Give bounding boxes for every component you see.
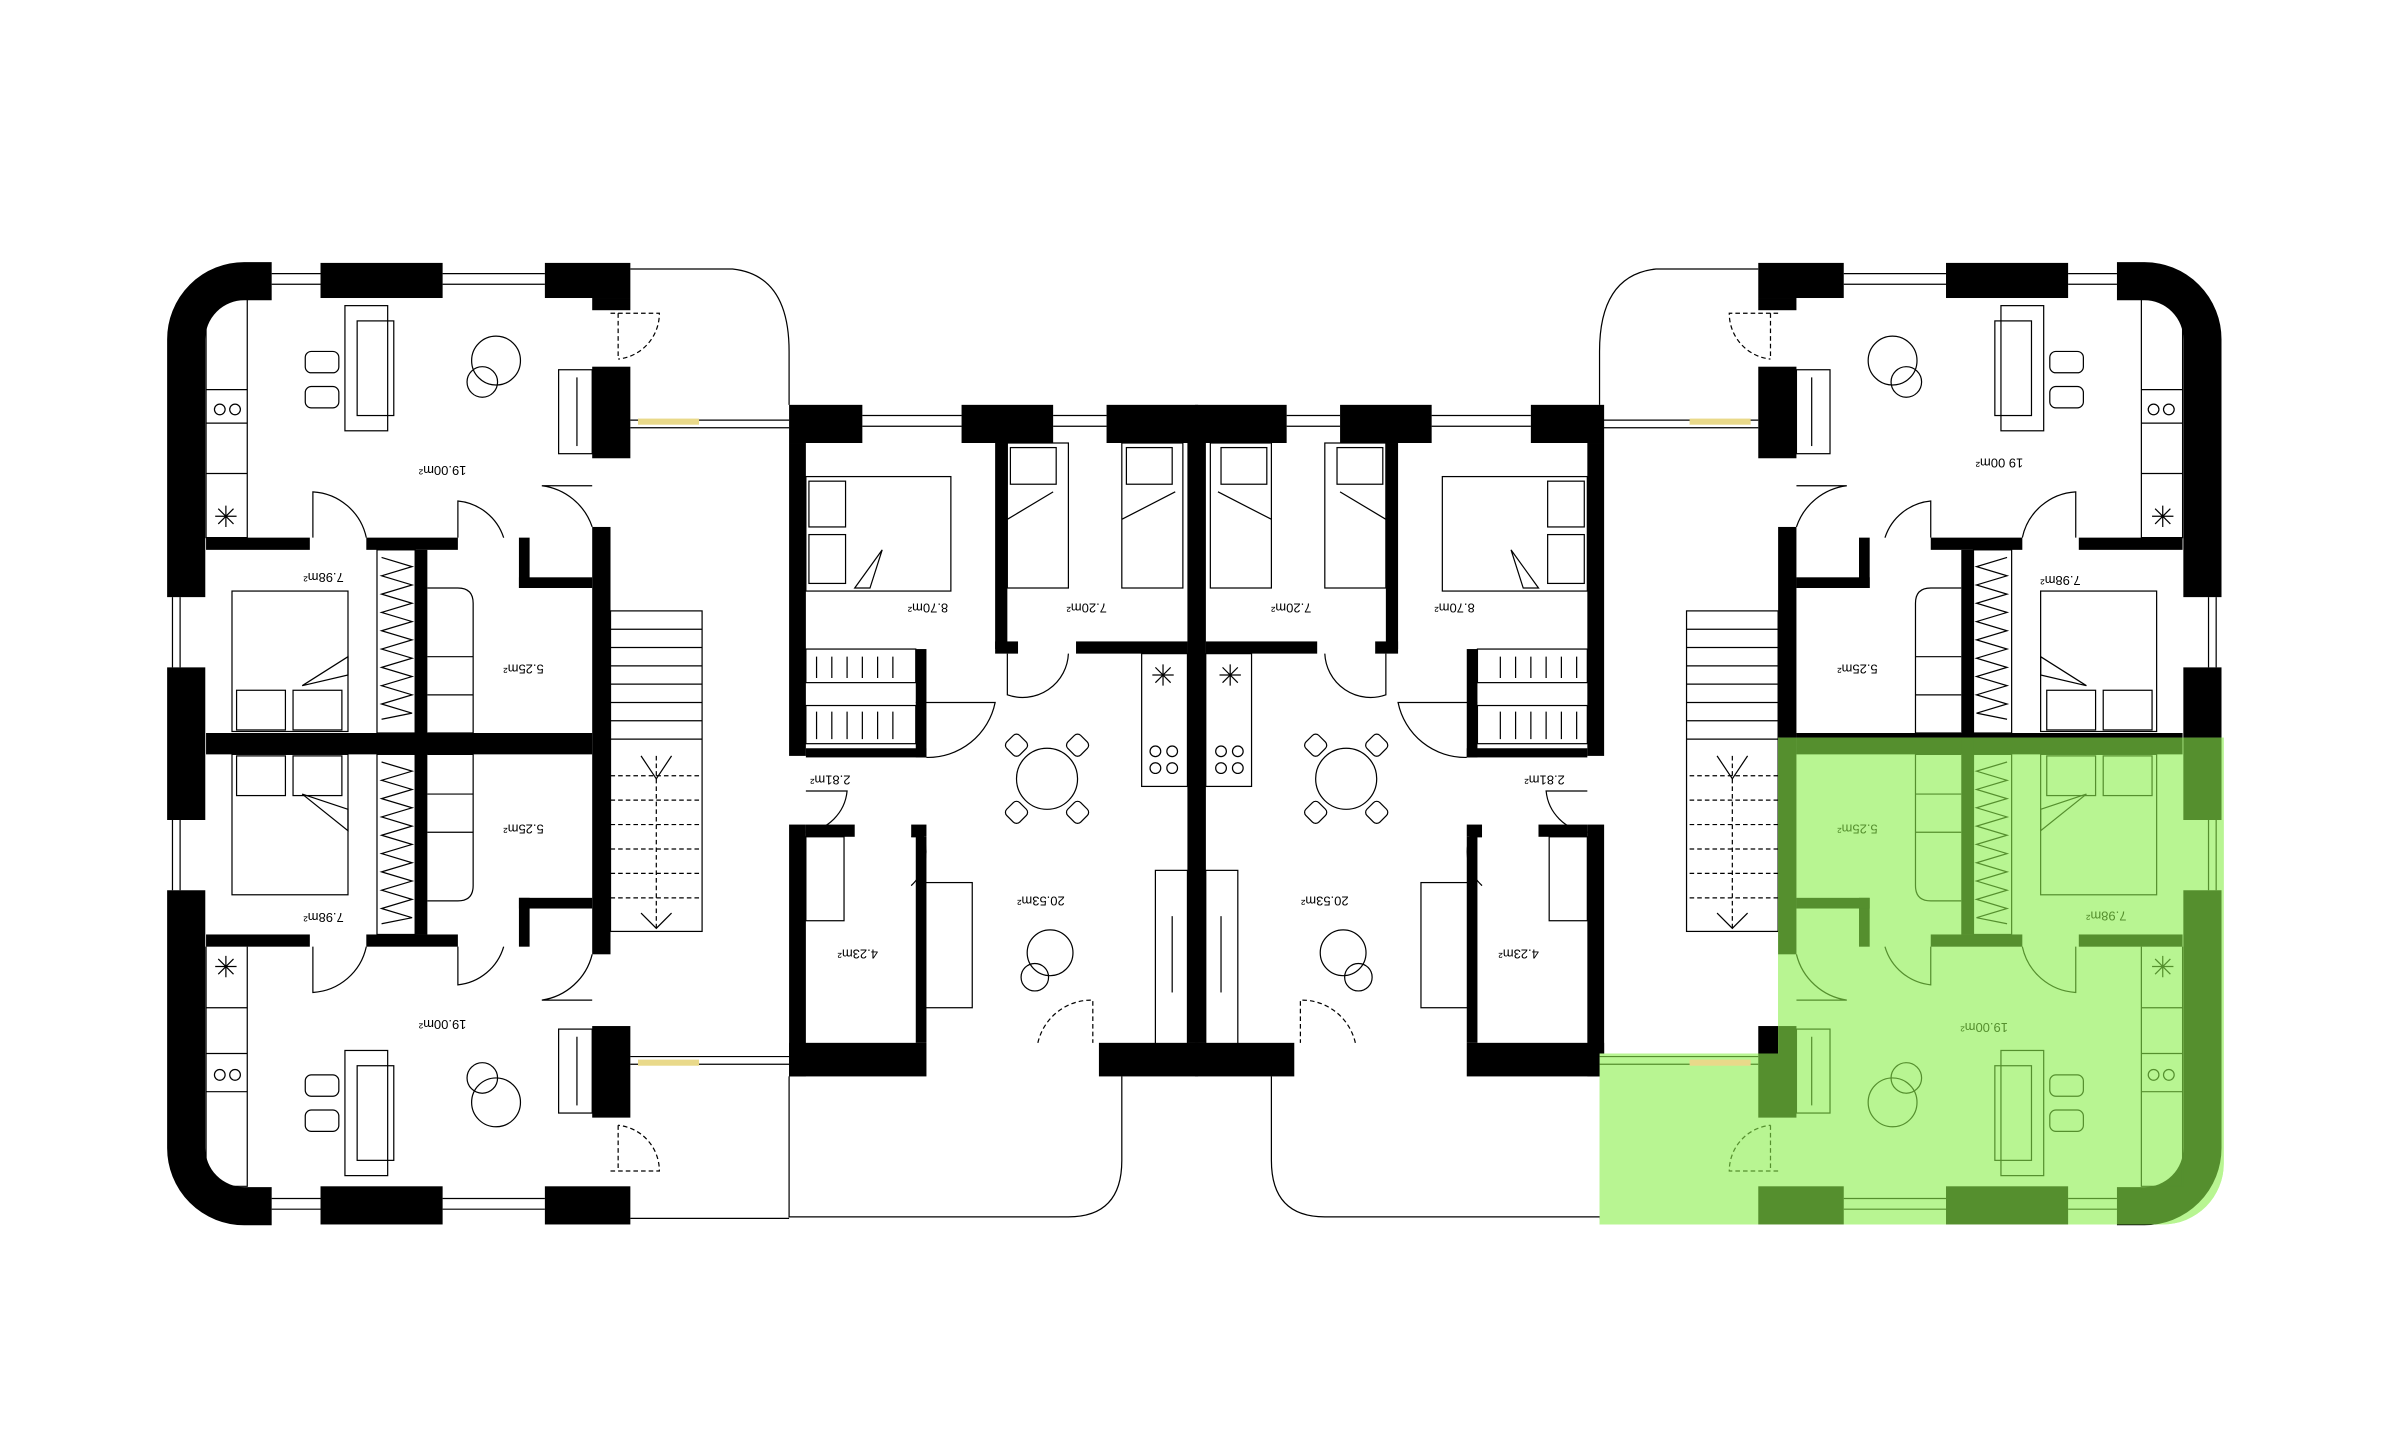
area-label: 2.81m² <box>1524 773 1565 788</box>
area-label-highlighted: 5.25m² <box>1837 822 1878 837</box>
area-label: 4.23m² <box>837 947 878 962</box>
area-label: 7.98m² <box>303 910 344 925</box>
center-block-east <box>1186 404 1605 1218</box>
area-label: 5.25m² <box>503 661 544 676</box>
area-label: 8.70m² <box>1434 600 1475 615</box>
area-label: 5.25m² <box>1837 661 1878 676</box>
area-label-highlighted: 7.98m² <box>2085 909 2126 924</box>
left-wing <box>172 263 789 1225</box>
area-label: 2.81m² <box>809 773 850 788</box>
area-label: 20.53m² <box>1300 893 1348 908</box>
area-label: 4.23m² <box>1498 947 1539 962</box>
area-label: 8.70m² <box>907 600 948 615</box>
area-label: 19 00m² <box>1975 455 2023 470</box>
area-label: 20.53m² <box>1016 893 1064 908</box>
center-block-west <box>788 404 1207 1218</box>
area-label-highlighted: 19.00m² <box>1960 1020 2008 1035</box>
area-label: 19.00m² <box>418 1017 466 1032</box>
area-label: 7.98m² <box>2040 573 2081 588</box>
area-label: 7.20m² <box>1066 600 1107 615</box>
area-label: 5.25m² <box>503 822 544 837</box>
area-label: 7.98m² <box>303 570 344 585</box>
area-label: 19.00m² <box>418 463 466 478</box>
area-label: 7.20m² <box>1270 600 1311 615</box>
highlighted-walls <box>1599 737 2224 1225</box>
